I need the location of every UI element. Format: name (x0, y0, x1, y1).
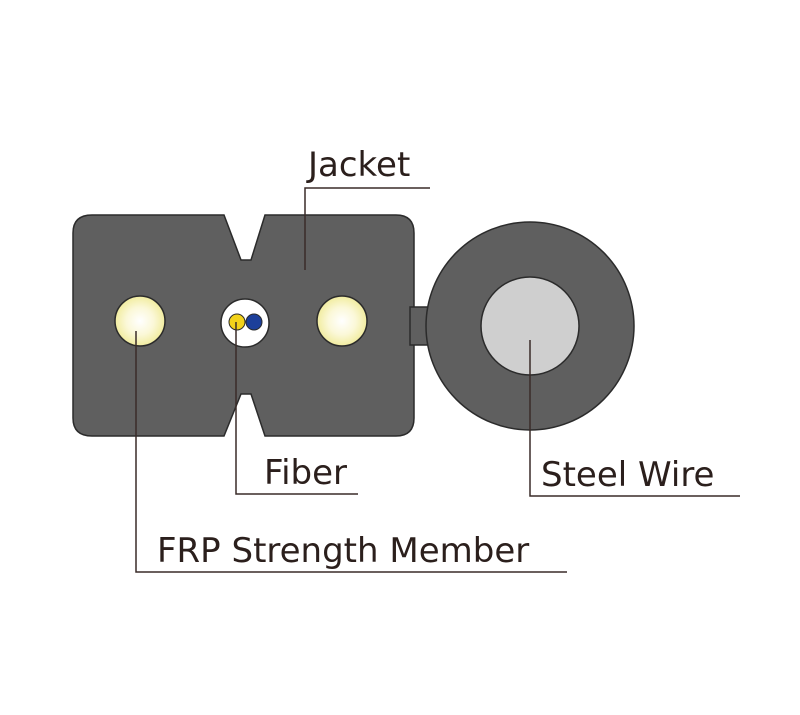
steel-wire-label: Steel Wire (541, 455, 714, 495)
frp-strength-member-left (114, 295, 166, 347)
fiber-leader-line (235, 322, 358, 495)
fiber-yellow (228, 313, 246, 331)
frp-leader-line (135, 331, 567, 573)
fiber-blue (245, 313, 263, 331)
fiber-label: Fiber (264, 453, 347, 493)
frp-strength-member-right (316, 295, 368, 347)
jacket-label: Jacket (306, 145, 410, 185)
jacket-leader-line (304, 187, 430, 270)
steel-wire-leader-line (529, 340, 740, 497)
frp-strength-member-label: FRP Strength Member (157, 531, 529, 571)
